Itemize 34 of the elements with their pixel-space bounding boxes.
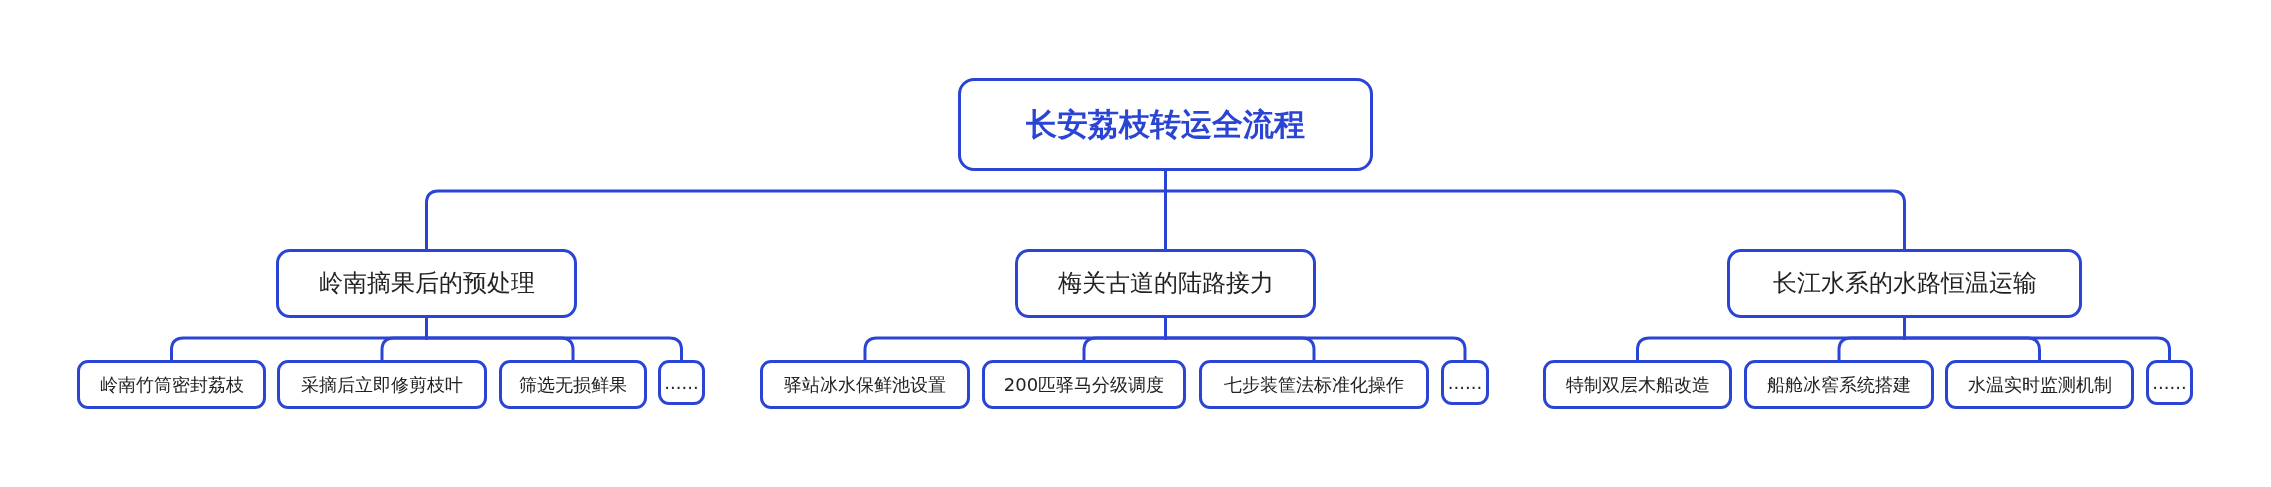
topic-text: 岭南摘果后的预处理: [318, 269, 535, 298]
branch-topic-box: [1727, 249, 2082, 318]
topic-text: 水温实时监测机制: [1967, 373, 2112, 396]
subtopic-box: [2146, 360, 2193, 405]
subtopic-box: [77, 360, 266, 409]
subtopic-box: [1441, 360, 1489, 405]
subtopic-box: [1199, 360, 1429, 409]
topic-text: 特制双层木船改造: [1565, 373, 1710, 396]
subtopic-box: [1744, 360, 1934, 409]
topic-text: 梅关古道的陆路接力: [1057, 269, 1274, 298]
subtopic-box: [1543, 360, 1732, 409]
topic-text: 驿站冰水保鲜池设置: [784, 373, 946, 396]
subtopic-box: [277, 360, 487, 409]
topic-text: 200匹驿马分级调度: [1003, 373, 1165, 396]
topic-text: 岭南竹筒密封荔枝: [99, 373, 244, 396]
connector-line: [425, 318, 683, 360]
root-topic-box: [958, 78, 1373, 171]
topic-text: ......: [2152, 371, 2187, 394]
topic-text: 长安荔枝转运全流程: [1026, 105, 1305, 144]
connector-line: [1903, 318, 2171, 360]
subtopic-box: [1945, 360, 2134, 409]
subtopic-box: [499, 360, 647, 409]
topic-text: 长江水系的水路恒温运输: [1772, 269, 2037, 298]
topic-text: ......: [664, 371, 699, 394]
topic-text: 筛选无损鲜果: [519, 373, 627, 396]
topic-text: 七步装筐法标准化操作: [1224, 373, 1404, 396]
subtopic-box: [760, 360, 970, 409]
subtopic-box: [982, 360, 1186, 409]
topic-text: 采摘后立即修剪枝叶: [301, 373, 463, 396]
branch-topic-box: [1015, 249, 1316, 318]
topic-text: 船舱冰窖系统搭建: [1767, 373, 1911, 396]
branch-topic-box: [276, 249, 577, 318]
subtopic-box: [658, 360, 705, 405]
topic-text: ......: [1447, 371, 1483, 394]
